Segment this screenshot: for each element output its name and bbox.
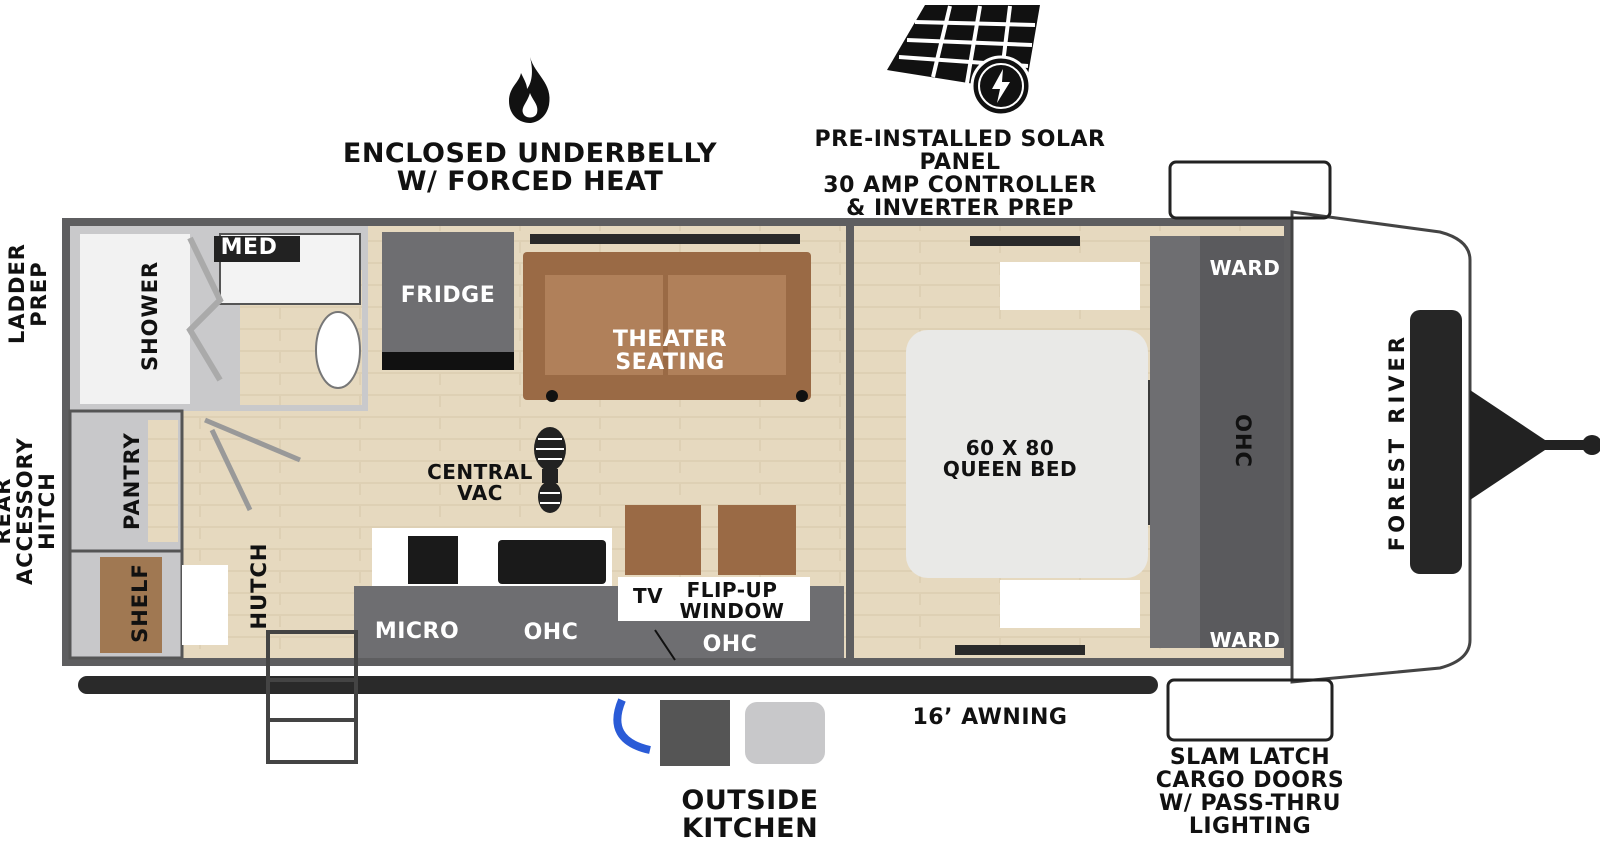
door-swing-2 bbox=[204, 417, 301, 463]
outside-kitchen-fridge bbox=[745, 702, 825, 764]
shelf-label: SHELF bbox=[127, 563, 152, 643]
door-swing-1 bbox=[209, 428, 253, 512]
nightstand-top bbox=[1000, 262, 1140, 310]
cargo-door-bottom bbox=[1166, 678, 1334, 742]
hitch-label: REAR ACCESSORY HITCH bbox=[0, 437, 60, 585]
ladder-label: LADDER PREP bbox=[4, 243, 51, 345]
sink bbox=[498, 540, 606, 584]
front-ohc bbox=[1200, 236, 1284, 648]
outside-kitchen-label: OUTSIDE KITCHEN bbox=[681, 785, 819, 845]
flip-window-panel bbox=[618, 577, 810, 621]
chair-left bbox=[625, 505, 701, 575]
cargo-door-top bbox=[1168, 160, 1332, 220]
window-rear-living bbox=[530, 234, 800, 244]
solar-label: PRE-INSTALLED SOLAR PANEL 30 AMP CONTROL… bbox=[814, 127, 1106, 222]
outside-kitchen-cabinet bbox=[660, 700, 730, 766]
theater-seating-label: THEATER SEATING bbox=[612, 327, 728, 376]
nightstand-bottom bbox=[1000, 580, 1140, 628]
fridge-unit bbox=[382, 232, 514, 352]
shower-label: SHOWER bbox=[137, 260, 162, 372]
shower-stall bbox=[80, 234, 190, 404]
brand-label: FOREST RIVER bbox=[1384, 332, 1409, 552]
boot-print-icon bbox=[534, 427, 566, 513]
toilet bbox=[315, 311, 361, 389]
outside-kitchen-hose bbox=[613, 698, 651, 754]
window-bedroom-bottom bbox=[955, 645, 1085, 655]
flip-window-label: FLIP-UP WINDOW bbox=[679, 578, 785, 623]
hutch-cabinet bbox=[182, 565, 228, 645]
tongue-hitch bbox=[1470, 390, 1590, 500]
ward-top-label: WARD bbox=[1209, 256, 1281, 280]
window-bedroom-top bbox=[970, 236, 1080, 246]
queen-bed bbox=[906, 330, 1148, 578]
underbelly-label: ENCLOSED UNDERBELLY W/ FORCED HEAT bbox=[342, 138, 718, 198]
front-window bbox=[1410, 310, 1462, 574]
cargo-doors-label: SLAM LATCH CARGO DOORS W/ PASS-THRU LIGH… bbox=[1155, 745, 1345, 840]
shower-curtain bbox=[186, 236, 224, 382]
fridge-label: FRIDGE bbox=[400, 283, 496, 308]
micro-label: MICRO bbox=[374, 619, 460, 644]
awning-label: 16’ AWNING bbox=[912, 705, 1068, 730]
med-cabinet bbox=[214, 236, 300, 262]
flame-icon bbox=[509, 57, 550, 123]
pantry-floor bbox=[148, 420, 178, 542]
ohc-kitchen-label: OHC bbox=[523, 620, 579, 645]
entry-steps bbox=[266, 630, 358, 764]
cooktop bbox=[408, 536, 458, 584]
sofa-cushion-left bbox=[545, 275, 663, 375]
sofa-cushion-right bbox=[668, 275, 786, 375]
shelf-unit bbox=[100, 557, 162, 653]
fridge-base bbox=[382, 352, 514, 370]
bedroom-wall bbox=[846, 226, 854, 658]
hutch-label: HUTCH bbox=[246, 542, 271, 630]
awning-bar bbox=[78, 676, 1158, 694]
chair-right bbox=[718, 505, 796, 575]
bed-label: 60 X 80 QUEEN BED bbox=[942, 436, 1078, 481]
ohc-front-label: OHC bbox=[702, 632, 758, 657]
tv-label: TV bbox=[632, 584, 664, 608]
ward-bottom-label: WARD bbox=[1209, 628, 1281, 652]
med-label: MED bbox=[220, 235, 278, 260]
pantry-label: PANTRY bbox=[119, 432, 144, 530]
bolt-icon bbox=[970, 55, 1032, 117]
central-vac-label: CENTRAL VAC bbox=[427, 460, 533, 505]
ohc-bedroom-label: OHC bbox=[1231, 414, 1256, 468]
